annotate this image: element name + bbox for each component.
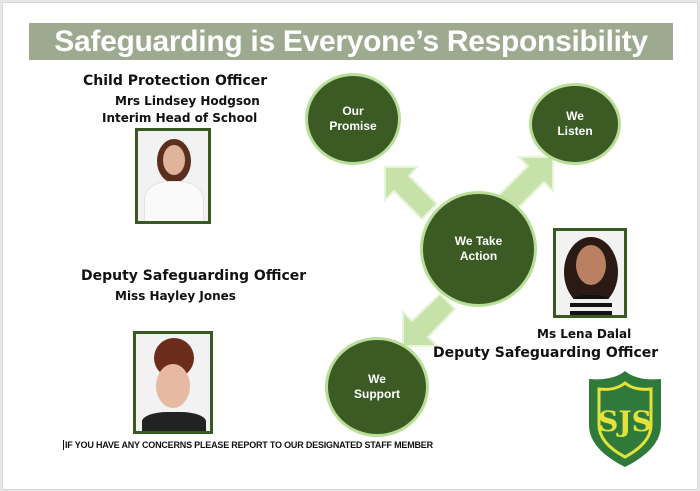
node-we-take-action: We Take Action	[420, 191, 537, 307]
node-we-listen: We Listen	[529, 83, 621, 165]
shirt-shape	[144, 181, 204, 221]
node-label: We Listen	[557, 109, 593, 138]
node-label: Our Promise	[329, 104, 377, 133]
cpo-position: Interim Head of School	[102, 111, 258, 125]
cpo-name: Mrs Lindsey Hodgson	[115, 94, 260, 108]
node-we-support: We Support	[325, 337, 429, 437]
crest-letters: SJS	[598, 405, 652, 438]
deputy-left-name: Miss Hayley Jones	[115, 289, 236, 303]
school-crest-icon: SJS	[589, 371, 661, 467]
deputy-right-photo	[553, 228, 627, 318]
deputy-left-photo	[133, 331, 213, 434]
face-shape	[156, 364, 190, 408]
deputy-right-role: Deputy Safeguarding Officer	[433, 345, 659, 361]
cpo-role: Child Protection Officer	[83, 73, 268, 89]
deputy-right-name: Ms Lena Dalal	[537, 327, 632, 341]
face-shape	[576, 245, 606, 285]
arrow-down-left-icon	[402, 292, 457, 347]
node-our-promise: Our Promise	[305, 73, 401, 165]
page-title: Safeguarding is Everyone’s Responsibilit…	[29, 23, 673, 60]
node-label: We Support	[354, 372, 400, 401]
footer-notice: IF YOU HAVE ANY CONCERNS PLEASE REPORT T…	[63, 440, 433, 450]
face-shape	[163, 145, 185, 175]
top-shape	[142, 412, 206, 431]
deputy-left-role: Deputy Safeguarding Officer	[81, 268, 307, 284]
arrow-up-left-icon	[384, 166, 439, 221]
node-label: We Take Action	[454, 234, 503, 263]
top-shape	[570, 295, 612, 315]
cpo-photo	[135, 128, 211, 224]
